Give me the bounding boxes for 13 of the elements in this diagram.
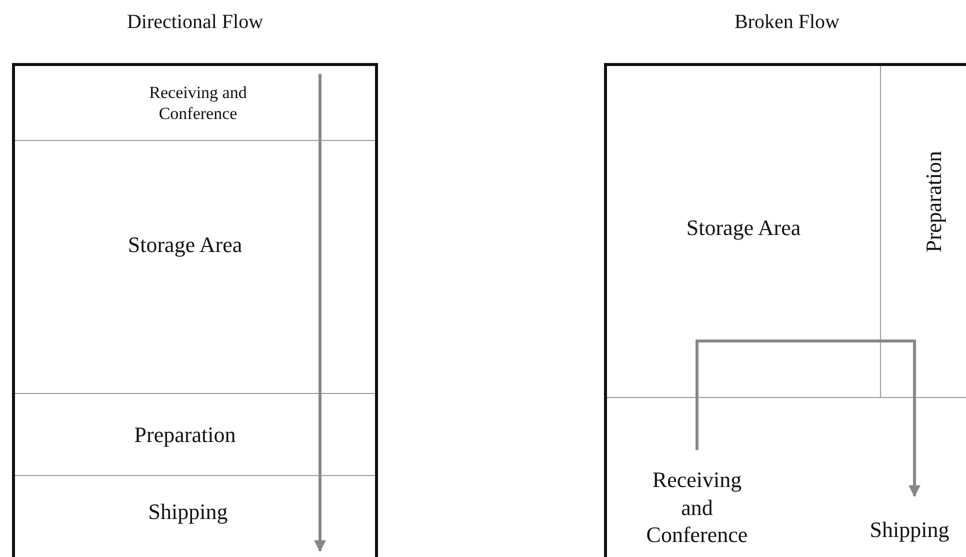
room-label: Shipping <box>870 516 950 544</box>
flow-arrow <box>314 399 326 552</box>
room-name: Storage Area <box>128 231 242 258</box>
room-name: Storage Area <box>686 214 801 242</box>
room-label: Receiving and Conference <box>645 466 749 549</box>
room-name: Preparation <box>920 151 948 252</box>
room-name: Shipping <box>148 498 228 525</box>
plan-title: Directional Flow <box>126 11 264 34</box>
flow-arrow <box>880 340 920 498</box>
plan-title: Broken Flow <box>734 11 840 34</box>
room-name: Receiving and Conference <box>148 82 248 124</box>
room-name: Preparation <box>134 420 236 448</box>
room-area <box>880 66 966 398</box>
